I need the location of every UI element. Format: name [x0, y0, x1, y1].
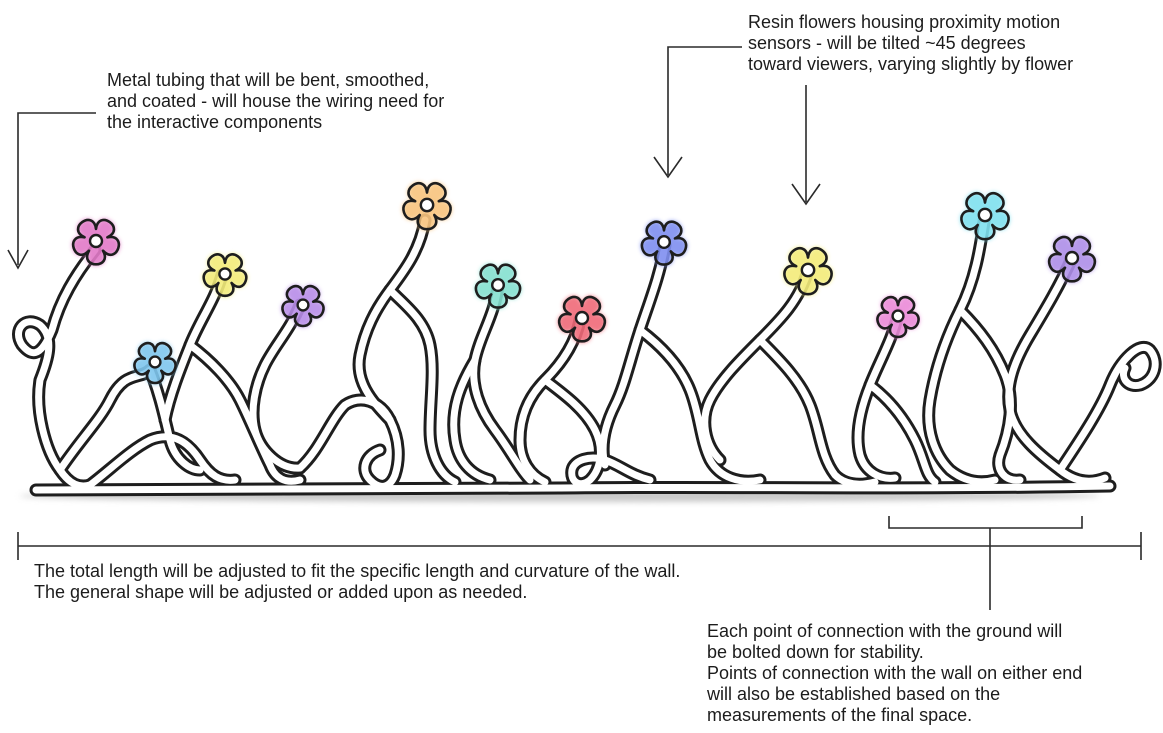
- tube-segment-fill: [1060, 347, 1155, 470]
- flowers-arrow-left: [668, 47, 742, 175]
- flower-violet: [1048, 236, 1096, 283]
- flower-center: [150, 357, 161, 368]
- tube-segment-fill: [18, 250, 95, 486]
- flower-cyan: [960, 192, 1010, 240]
- flower-center: [658, 236, 670, 248]
- flower-center: [979, 209, 991, 221]
- flower-pink-left: [72, 219, 120, 266]
- tube-segment-fill: [1009, 258, 1105, 481]
- flower-orange: [402, 182, 452, 230]
- flowers-annotation: Resin flowers housing proximity motion s…: [748, 12, 1158, 75]
- tubing-annotation: Metal tubing that will be bent, smoothed…: [107, 70, 527, 133]
- bolt-bracket: [889, 516, 1082, 528]
- tube-segment-fill: [603, 245, 665, 465]
- flower-royal-blue: [641, 221, 687, 266]
- length-annotation: The total length will be adjusted to fit…: [34, 561, 854, 603]
- metal-tubing: [18, 215, 1155, 490]
- flower-center: [802, 264, 814, 276]
- tube-segment: [18, 250, 95, 486]
- flower-red: [558, 296, 606, 343]
- flower-center: [421, 199, 433, 211]
- tube-segment-fill: [36, 486, 1110, 490]
- flower-teal: [475, 264, 521, 309]
- flower-yellow-right: [783, 247, 833, 295]
- flower-center: [576, 312, 588, 324]
- flower-center: [492, 279, 504, 291]
- flower-center: [90, 235, 102, 247]
- flower-center: [1066, 252, 1078, 264]
- flower-magenta: [876, 296, 919, 338]
- flower-center: [893, 311, 904, 322]
- bolts-annotation: Each point of connection with the ground…: [707, 621, 1157, 726]
- flower-center: [298, 300, 309, 311]
- flower-center: [219, 268, 230, 279]
